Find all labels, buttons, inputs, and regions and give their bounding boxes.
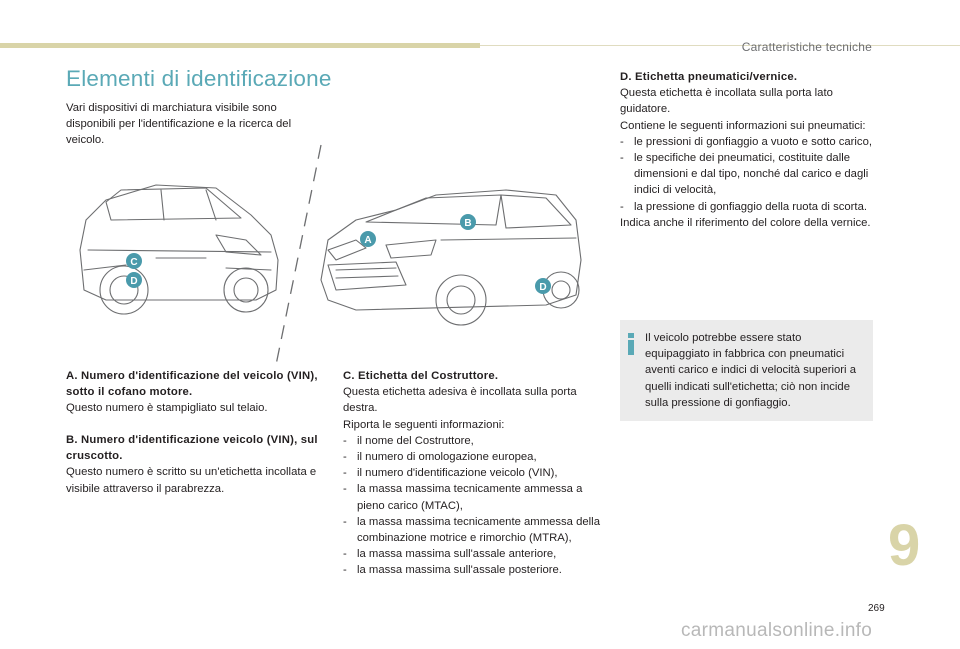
info-note-text: Il veicolo potrebbe essere stato equipag… xyxy=(645,332,856,409)
list-item: il numero di omologazione europea, xyxy=(343,449,603,465)
svg-text:A: A xyxy=(364,235,371,246)
car-left-drawing xyxy=(79,184,279,315)
block-d: D. Etichetta pneumatici/vernice. Questa … xyxy=(620,69,876,231)
block-c-list: il nome del Costruttore, il numero di om… xyxy=(343,433,603,579)
list-item: il numero d'identificazione veicolo (VIN… xyxy=(343,465,603,481)
block-d-list-intro: Contiene le seguenti informazioni sui pn… xyxy=(620,119,866,132)
page-title: Elementi di identificazione xyxy=(66,66,332,91)
block-d-text: Questa etichetta è incollata sulla porta… xyxy=(620,87,833,116)
intro-text: Vari dispositivi di marchiatura visibile… xyxy=(66,102,292,147)
page-number: 269 xyxy=(868,603,885,614)
block-d-footer: Indica anche il riferimento del colore d… xyxy=(620,216,871,229)
block-a-text: Questo numero è stampigliato sul telaio. xyxy=(66,402,268,415)
car-right-drawing xyxy=(320,189,582,326)
list-item: il nome del Costruttore, xyxy=(343,433,603,449)
list-item: la massa massima sull'assale posteriore. xyxy=(343,562,603,578)
block-b-heading: B. Numero d'identificazione veicolo (VIN… xyxy=(66,434,318,463)
header-rule-thin xyxy=(480,45,960,46)
list-item: le pressioni di gonfiaggio a vuoto e sot… xyxy=(620,134,876,150)
block-c: C. Etichetta del Costruttore. Questa eti… xyxy=(343,368,603,579)
block-a: A. Numero d'identificazione del veicolo … xyxy=(66,368,322,417)
block-c-heading: C. Etichetta del Costruttore. xyxy=(343,370,499,382)
block-c-text: Questa etichetta adesiva è incollata sul… xyxy=(343,386,577,415)
list-item: la massa massima tecnicamente ammessa a … xyxy=(343,481,603,513)
chapter-number: 9 xyxy=(888,513,921,578)
list-item: la pressione di gonfiaggio della ruota d… xyxy=(620,199,876,215)
svg-text:D: D xyxy=(130,276,137,287)
info-note: Il veicolo potrebbe essere stato equipag… xyxy=(620,320,873,421)
car-illustration: C D A B D xyxy=(79,144,582,366)
list-item: la massa massima sull'assale anteriore, xyxy=(343,546,603,562)
marker-d-right: D xyxy=(535,278,551,294)
divider-dashed-line xyxy=(275,144,322,366)
block-a-heading: A. Numero d'identificazione del veicolo … xyxy=(66,370,318,399)
marker-b: B xyxy=(460,214,476,230)
watermark: carmanualsonline.info xyxy=(681,620,873,641)
header-rule xyxy=(0,43,480,48)
marker-c-left: C xyxy=(126,253,142,269)
list-item: le specifiche dei pneumatici, costituite… xyxy=(620,150,876,199)
block-b-text: Questo numero è scritto su un'etichetta … xyxy=(66,466,317,495)
list-item: la massa massima tecnicamente ammessa de… xyxy=(343,514,603,546)
marker-d-left: D xyxy=(126,272,142,288)
svg-text:B: B xyxy=(464,218,471,229)
info-icon xyxy=(628,333,634,355)
block-c-list-intro: Riporta le seguenti informazioni: xyxy=(343,418,505,431)
svg-text:D: D xyxy=(539,282,546,293)
block-b: B. Numero d'identificazione veicolo (VIN… xyxy=(66,432,322,497)
block-d-list: le pressioni di gonfiaggio a vuoto e sot… xyxy=(620,134,876,215)
block-d-heading: D. Etichetta pneumatici/vernice. xyxy=(620,71,798,83)
svg-text:C: C xyxy=(130,257,137,268)
section-header: Caratteristiche tecniche xyxy=(741,40,872,54)
marker-a: A xyxy=(360,231,376,247)
